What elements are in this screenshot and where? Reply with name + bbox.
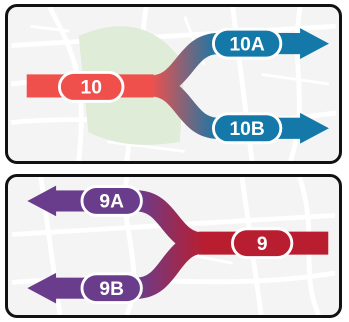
arrow-right-icon xyxy=(300,28,329,59)
route-badge-10: 10 xyxy=(58,71,125,103)
arrow-left-icon xyxy=(27,185,57,217)
svg-text:10B: 10B xyxy=(229,119,264,140)
svg-text:9: 9 xyxy=(257,234,268,255)
route-10b-branch xyxy=(149,75,220,139)
arrow-left-icon xyxy=(27,272,57,304)
route-badge-9: 9 xyxy=(230,227,294,259)
svg-text:10: 10 xyxy=(80,78,101,99)
route-split-panel-9: 9A 9B 9 xyxy=(5,174,342,318)
svg-text:10A: 10A xyxy=(229,34,264,55)
route-badge-10a: 10A xyxy=(212,27,283,60)
svg-text:9B: 9B xyxy=(99,279,124,300)
route-9b-branch xyxy=(135,232,205,299)
route-10-diagram: 10 10A 10B xyxy=(11,7,337,161)
route-badge-9b: 9B xyxy=(80,272,143,304)
route-9-diagram: 9A 9B 9 xyxy=(11,177,336,315)
route-split-panel-10: 10 10A 10B xyxy=(5,4,342,164)
svg-text:9A: 9A xyxy=(99,192,124,213)
route-badge-9a: 9A xyxy=(80,185,143,217)
route-badge-10b: 10B xyxy=(212,112,283,145)
arrow-right-icon xyxy=(300,112,329,144)
